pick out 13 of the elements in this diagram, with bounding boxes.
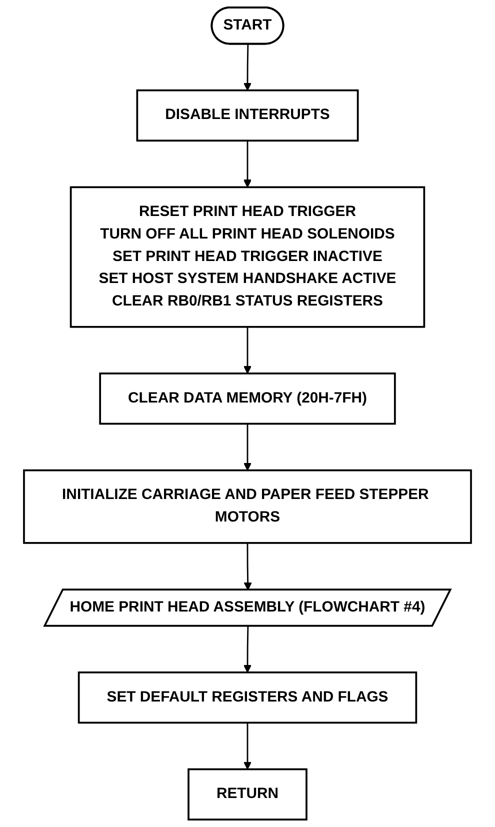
arrow — [243, 722, 252, 770]
arrow — [244, 542, 252, 590]
arrow — [243, 626, 252, 673]
node-box — [188, 768, 308, 820]
node-box — [23, 469, 472, 544]
node-box — [70, 186, 426, 328]
arrow — [243, 326, 252, 374]
node-box — [136, 89, 359, 142]
node-box — [99, 372, 396, 425]
arrow — [243, 140, 252, 188]
arrow — [243, 44, 252, 91]
node-box — [78, 671, 418, 724]
arrow — [243, 424, 252, 471]
